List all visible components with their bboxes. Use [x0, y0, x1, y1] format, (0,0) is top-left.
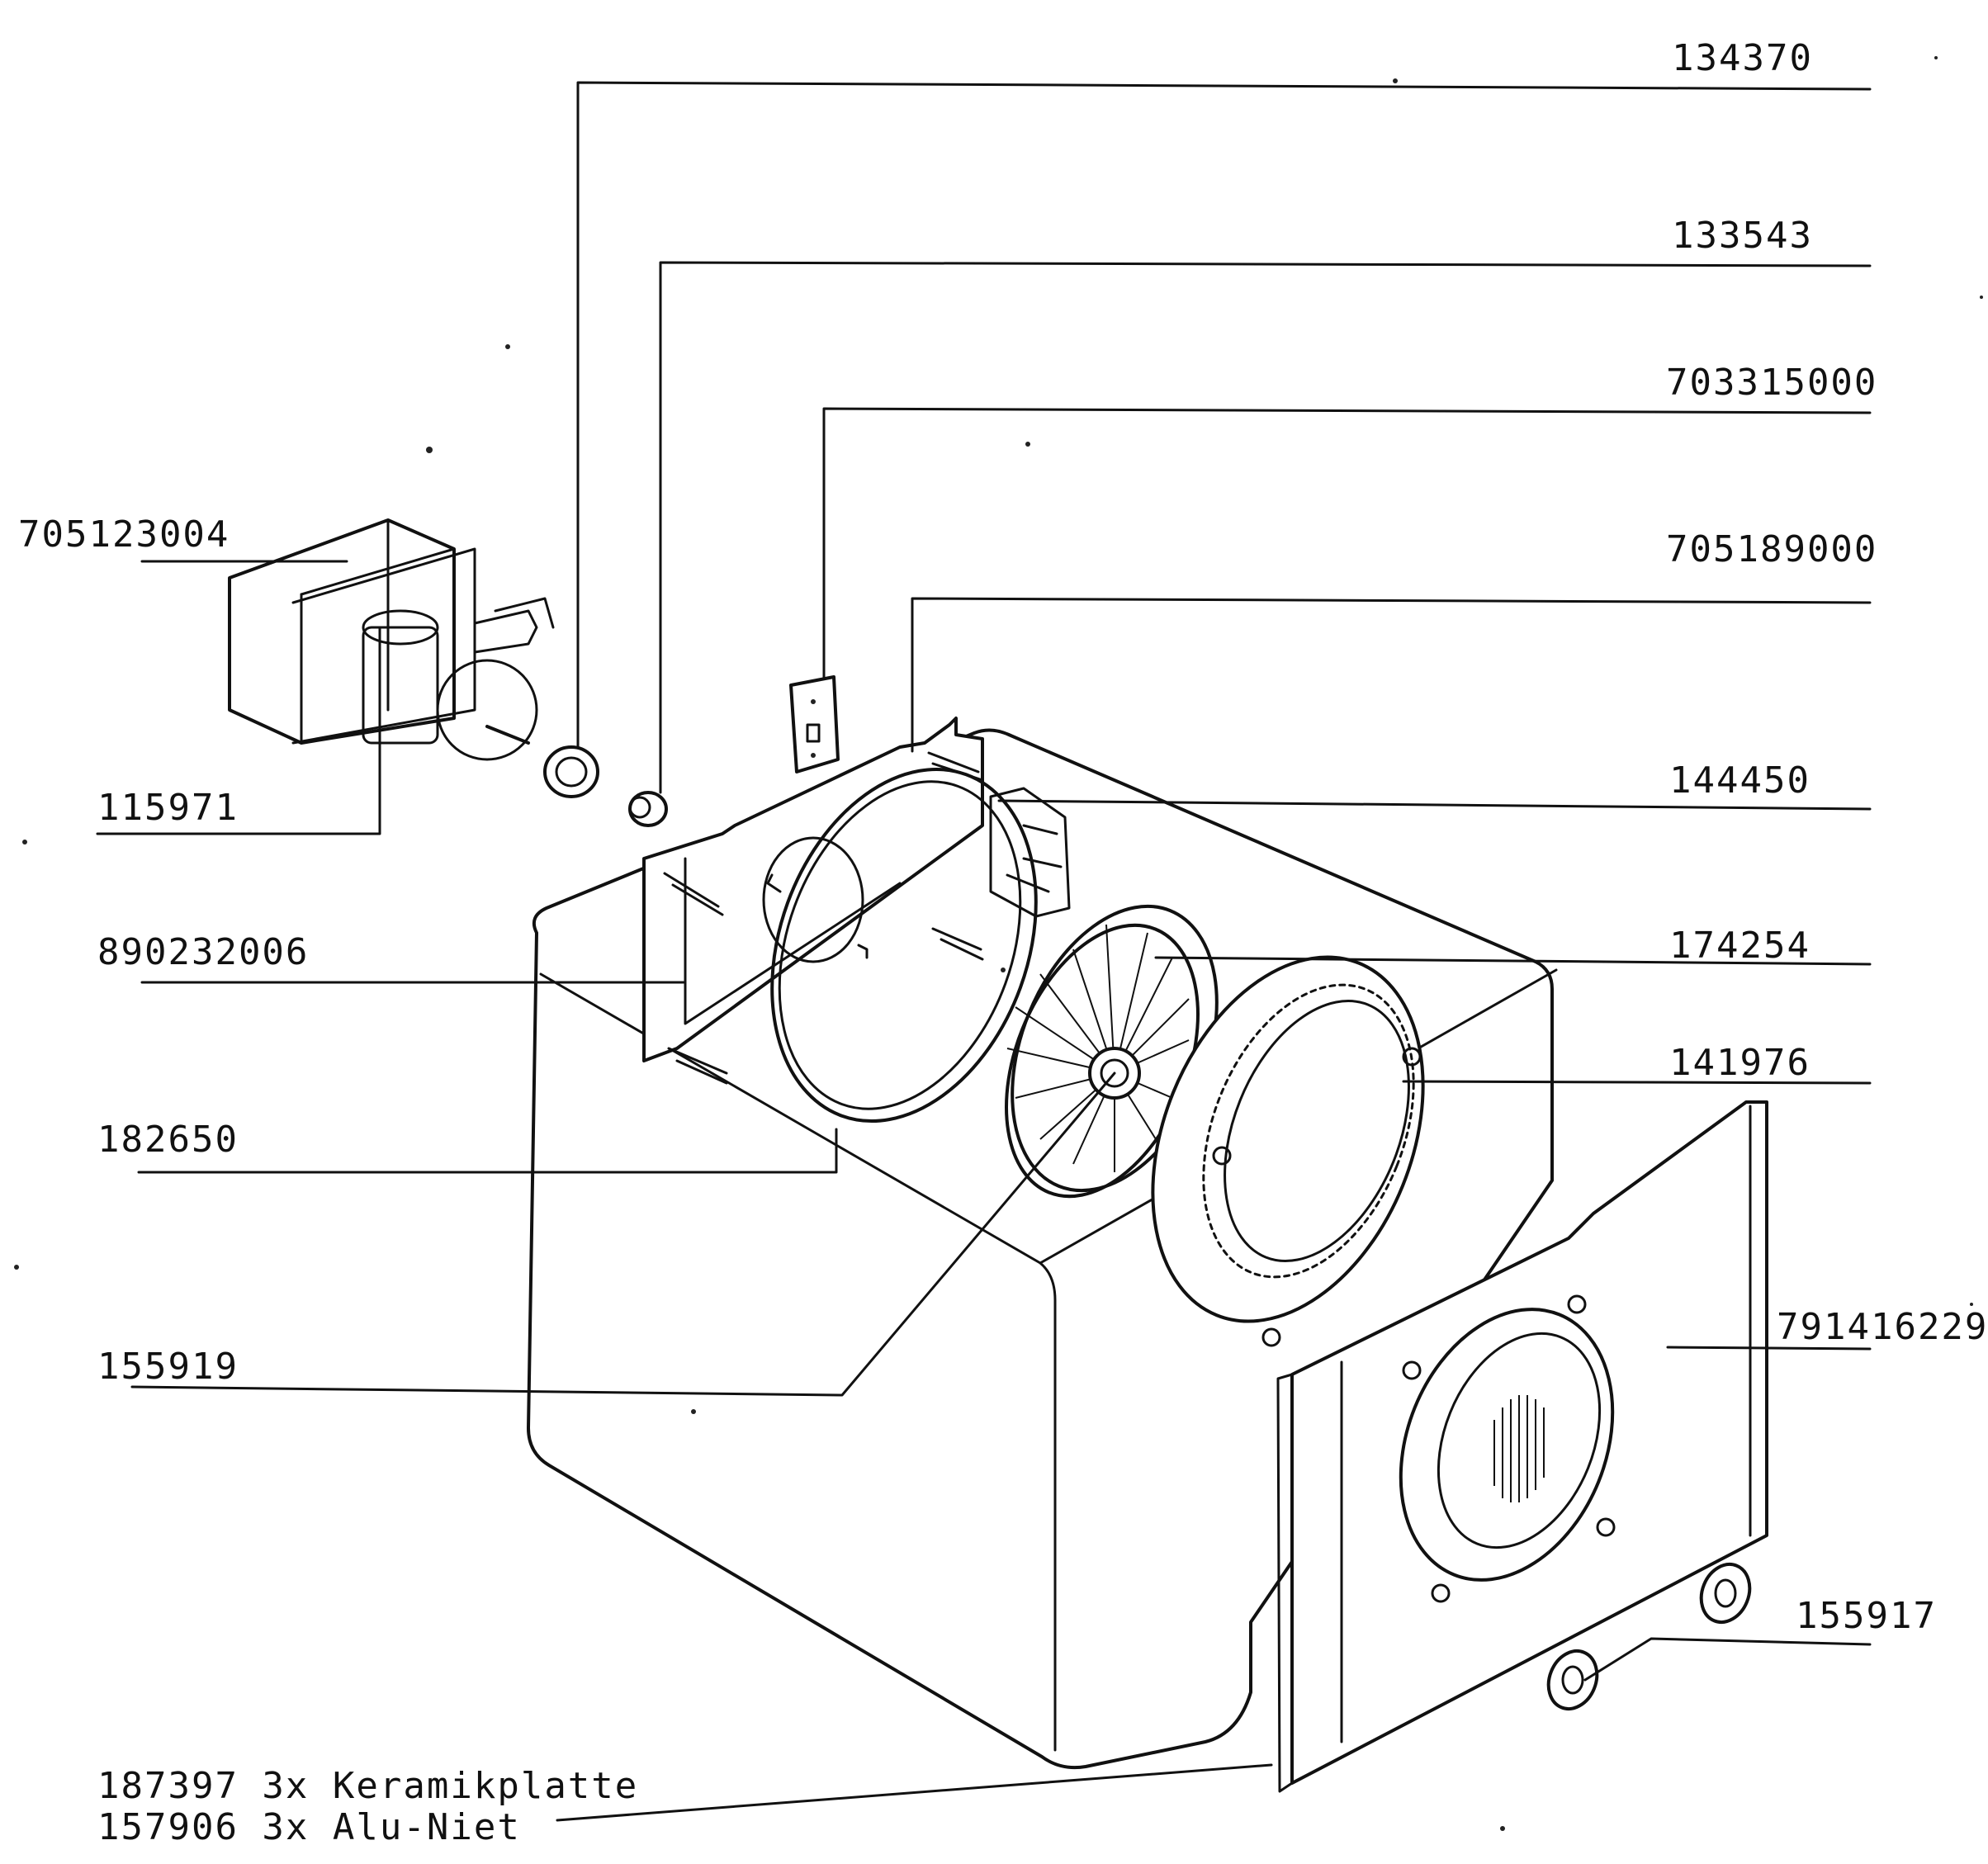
motor-assembly: [228, 518, 555, 761]
ceramic-ring: [1151, 955, 1425, 1347]
part-labels: 134370 133543 703315000 705189000 705123…: [18, 37, 1988, 1848]
label-115971: 115971: [97, 787, 239, 829]
back-plate: [642, 717, 984, 1085]
label-155919: 155919: [97, 1346, 239, 1388]
label-155917: 155917: [1796, 1595, 1937, 1637]
label-134370: 134370: [1672, 37, 1813, 79]
label-174254: 174254: [1669, 925, 1810, 967]
bearing-134370: [543, 745, 599, 798]
label-890232006: 890232006: [97, 931, 309, 973]
note-keramikplatte: 187397 3x Keramikplatte: [97, 1765, 638, 1807]
seal-ring: [770, 767, 1038, 1124]
label-144450: 144450: [1669, 759, 1810, 802]
label-141976: 141976: [1669, 1042, 1810, 1084]
label-705189000: 705189000: [1666, 528, 1877, 570]
note-alu-niet: 157906 3x Alu-Niet: [97, 1806, 521, 1848]
label-791416229: 791416229: [1777, 1306, 1988, 1348]
leader-lines: [96, 81, 1872, 1822]
label-703315000: 703315000: [1666, 362, 1877, 404]
label-133543: 133543: [1672, 215, 1813, 257]
small-parts: [543, 675, 840, 827]
scan-specks: [14, 56, 1983, 1831]
label-182650: 182650: [97, 1119, 239, 1161]
label-705123004: 705123004: [18, 513, 230, 556]
switch-bracket: [989, 787, 1071, 918]
front-panel: [1276, 1100, 1768, 1793]
